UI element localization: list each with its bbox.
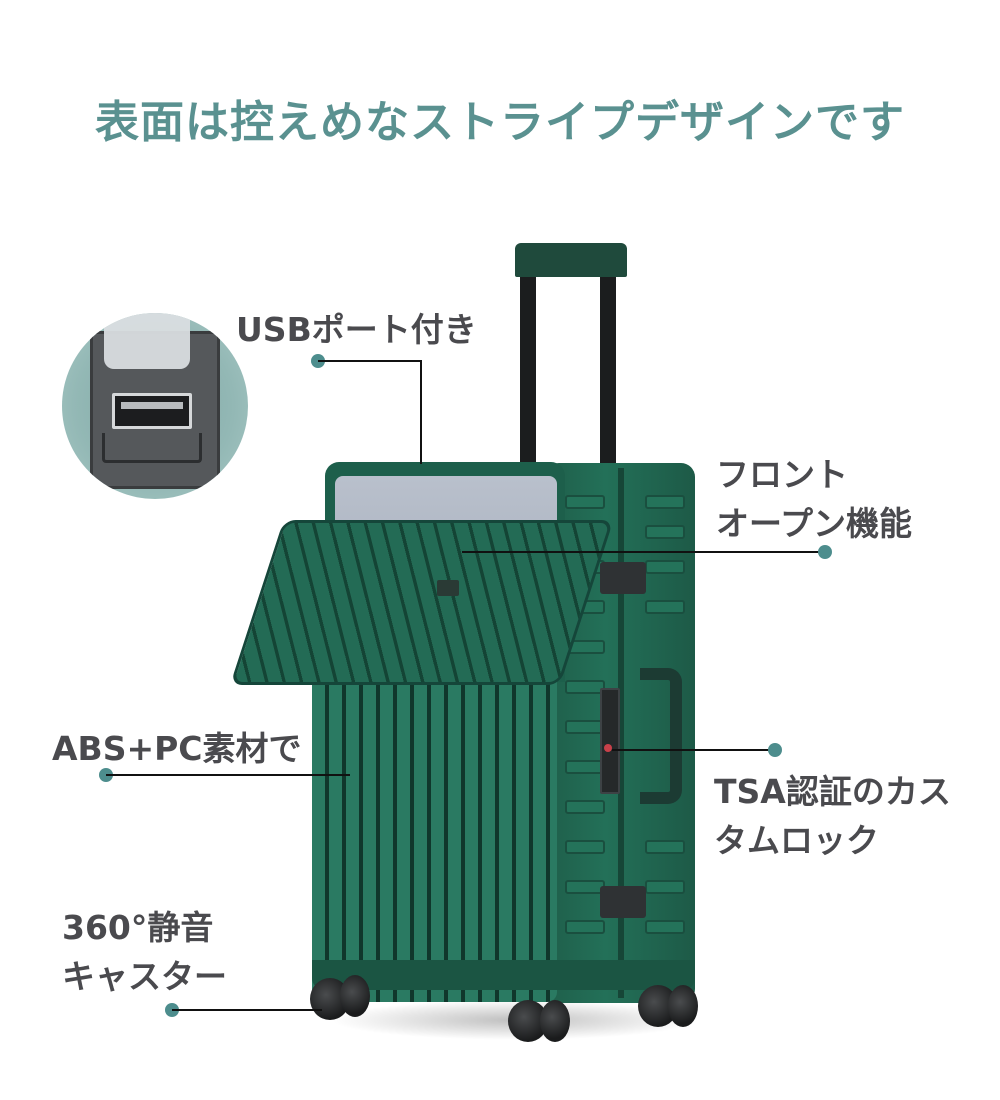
lid-logo-badge (437, 580, 459, 596)
caster-wheel (340, 975, 370, 1017)
suitcase-front-shell-striped (312, 672, 557, 1002)
side-ridge (645, 600, 685, 614)
callout-usb-line (318, 360, 422, 362)
callout-usb-line-vertical (420, 360, 422, 464)
suitcase-base (312, 960, 695, 990)
handle-rod-right (600, 275, 616, 465)
side-ridge (565, 760, 605, 774)
side-ridge (565, 720, 605, 734)
side-ridge (645, 495, 685, 509)
front-open-lid (230, 520, 614, 685)
callout-front-open-dot (818, 545, 832, 559)
caster-wheel (668, 985, 698, 1027)
tsa-lock-icon (600, 688, 620, 794)
tsa-indicator (604, 744, 612, 752)
telescoping-handle-grip (515, 243, 627, 277)
callout-material-line (106, 774, 350, 776)
side-ridge (645, 880, 685, 894)
callout-front-open-label-line2: オープン機能 (716, 504, 913, 543)
callout-casters-line (172, 1009, 322, 1011)
side-ridge (565, 680, 605, 694)
side-ridge (565, 840, 605, 854)
side-ridge (565, 880, 605, 894)
side-ridge (565, 495, 605, 509)
callout-material-label: ABS+PC素材で (52, 729, 302, 768)
callout-tsa-label-line1: TSA認証のカス (714, 772, 951, 811)
side-ridge (645, 560, 685, 574)
frame-clasp-top (600, 562, 646, 594)
callout-tsa-line (612, 749, 774, 751)
side-ridge (645, 525, 685, 539)
side-ridge (565, 920, 605, 934)
callout-tsa-dot (768, 743, 782, 757)
handle-rod-left (520, 275, 536, 465)
aluminum-frame-seam (618, 468, 624, 998)
page-title: 表面は控えめなストライプデザインです (95, 97, 905, 148)
side-ridge (565, 800, 605, 814)
callout-front-open-label-line1: フロント (716, 455, 848, 494)
caster-wheel (540, 1000, 570, 1042)
callout-casters-label-line2: キャスター (62, 957, 227, 996)
callout-usb-label: USBポート付き (236, 310, 477, 349)
side-carry-handle (640, 668, 682, 804)
callout-tsa-label-line2: タムロック (714, 821, 879, 860)
side-ridge (645, 920, 685, 934)
callout-front-open-line (462, 551, 824, 553)
callout-casters-label-line1: 360°静音 (62, 908, 214, 947)
frame-clasp-bottom (600, 886, 646, 918)
side-ridge (645, 840, 685, 854)
usb-port-closeup (62, 313, 248, 499)
usb-dust-cap (104, 313, 190, 369)
usb-icon (112, 393, 192, 429)
usb-panel-notch (102, 433, 202, 463)
